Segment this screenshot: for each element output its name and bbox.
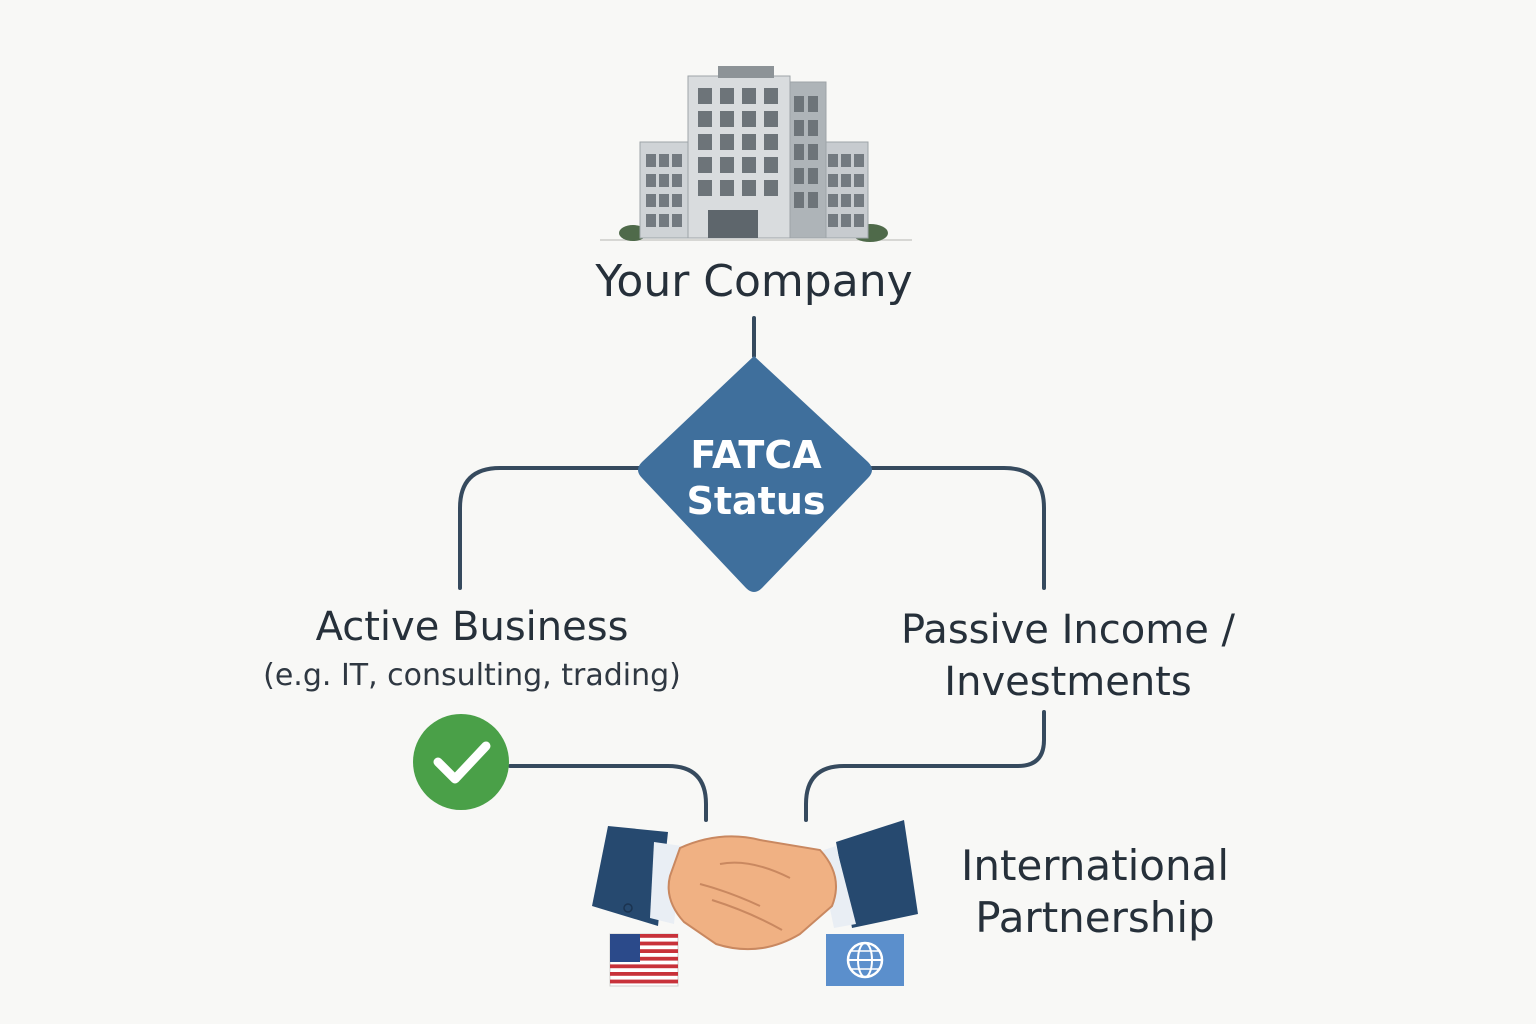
building-window: [794, 120, 804, 136]
building-window: [794, 144, 804, 160]
decision-label: FATCA Status: [656, 432, 856, 524]
handshake-icon: [592, 820, 918, 951]
decision-label-line2: Status: [686, 479, 826, 523]
building-window: [698, 88, 712, 104]
building-window: [808, 192, 818, 208]
building-window: [742, 180, 756, 196]
building-window: [672, 154, 682, 167]
flag-stripe: [610, 979, 678, 984]
building-window: [764, 111, 778, 127]
building-window: [841, 154, 851, 167]
building-window: [794, 96, 804, 112]
building-window: [672, 194, 682, 207]
building-window: [854, 174, 864, 187]
building-window: [794, 168, 804, 184]
active-business-title: Active Business: [315, 604, 629, 650]
building-window: [672, 214, 682, 227]
building-window: [698, 134, 712, 150]
building-icon: [600, 66, 912, 242]
building-window: [828, 154, 838, 167]
building-window: [764, 157, 778, 173]
decision-label-line1: FATCA: [690, 433, 822, 477]
building-window: [646, 174, 656, 187]
building-window: [720, 134, 734, 150]
building-window: [841, 174, 851, 187]
building-window: [698, 111, 712, 127]
building-window: [720, 180, 734, 196]
building-window: [659, 174, 669, 187]
connector-lines: [458, 316, 1046, 822]
globe-flag-icon: [826, 934, 904, 986]
left-branch-line: [458, 466, 642, 590]
building-window: [808, 168, 818, 184]
check-to-handshake-line: [508, 764, 708, 822]
building-window: [794, 192, 804, 208]
building-window: [720, 111, 734, 127]
flag-stripe: [610, 972, 678, 976]
building-window: [672, 174, 682, 187]
building-window: [764, 134, 778, 150]
building-window: [659, 214, 669, 227]
building-window: [742, 88, 756, 104]
flag-stripe: [610, 934, 678, 938]
flag-stripe: [610, 964, 678, 969]
passive-to-handshake-line: [804, 710, 1046, 822]
building-window: [828, 214, 838, 227]
building-window: [854, 214, 864, 227]
check-icon: [413, 714, 509, 810]
flag-stripe: [610, 949, 678, 953]
international-partnership-label: International Partnership: [960, 841, 1230, 942]
building-window: [808, 96, 818, 112]
company-label: Your Company: [595, 256, 913, 307]
building-window: [646, 194, 656, 207]
building-window: [854, 194, 864, 207]
building-window: [698, 157, 712, 173]
active-business-subtitle: (e.g. IT, consulting, trading): [263, 658, 681, 693]
building-window: [841, 194, 851, 207]
building-window: [854, 154, 864, 167]
building-window: [828, 194, 838, 207]
building-window: [742, 111, 756, 127]
building-window: [828, 174, 838, 187]
building-window: [720, 88, 734, 104]
building-window: [742, 134, 756, 150]
fatca-status-diamond: [638, 356, 872, 592]
building-window: [764, 180, 778, 196]
flag-stripe: [610, 956, 678, 961]
building-window: [720, 157, 734, 173]
us-flag-icon: [609, 933, 679, 987]
building-window: [742, 157, 756, 173]
building-window: [646, 214, 656, 227]
building-window: [808, 120, 818, 136]
building-window: [764, 88, 778, 104]
passive-income-title: Passive Income / Investments: [900, 607, 1235, 705]
building-window: [841, 214, 851, 227]
building-window: [808, 144, 818, 160]
building-window: [659, 194, 669, 207]
building-window: [698, 180, 712, 196]
building-window: [659, 154, 669, 167]
right-branch-line: [870, 466, 1046, 590]
building-window: [646, 154, 656, 167]
flag-stripe: [610, 941, 678, 946]
